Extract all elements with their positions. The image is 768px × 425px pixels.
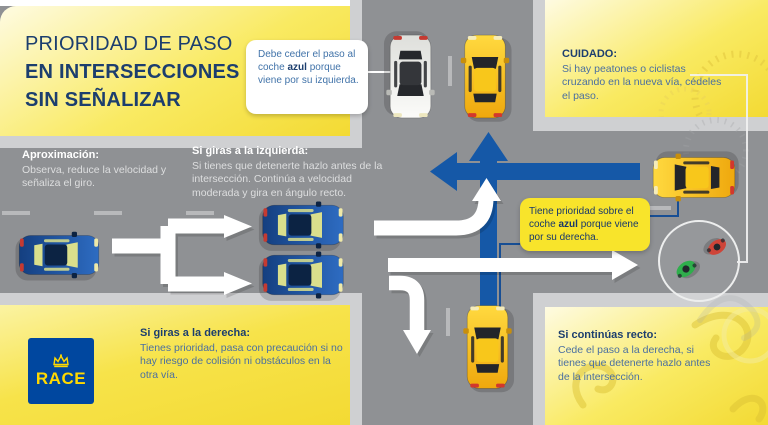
callout-yield-left-text: Debe ceder el paso al coche — [258, 49, 356, 73]
pedestrian-green-icon — [676, 260, 701, 279]
section-turn-left-heading: Si giras a la izquierda: — [192, 145, 309, 157]
blue-car-eastbound — [15, 231, 100, 281]
race-logo-text: RACE — [35, 368, 87, 388]
curb-strip — [545, 117, 768, 131]
pedestrian-crossing-circle — [658, 220, 740, 302]
callout-priority-right-text: Tiene prioridad sobre el coche — [529, 206, 634, 230]
blue-car-option-top — [258, 201, 344, 251]
section-caution-body: Si hay peatones o ciclistas cruzando en … — [562, 62, 722, 102]
section-turn-left-body: Si tienes que detenerte hazlo antes de l… — [192, 159, 383, 199]
section-turn-left: Si giras a la izquierda: Si tienes que d… — [192, 145, 397, 200]
callout-priority-right: Tiene prioridad sobre el coche azul porq… — [520, 198, 650, 251]
section-turn-right-heading: Si giras a la derecha: — [140, 327, 251, 339]
callout-yield-left: Debe ceder el paso al coche azul porque … — [246, 40, 368, 114]
title-line1: PRIORIDAD DE PASO — [25, 33, 233, 55]
curb-strip — [0, 136, 362, 148]
section-straight: Si continúas recto: Cede el paso a la de… — [558, 329, 720, 384]
section-straight-body: Cede el paso a la derecha, si tienes que… — [558, 343, 711, 383]
yellow-car-northbound-bottom — [463, 305, 515, 393]
yellow-car-northbound-top — [460, 34, 512, 122]
callout-priority-right-bold: azul — [558, 219, 578, 230]
crown-icon — [53, 353, 69, 367]
race-logo: RACE — [28, 338, 94, 404]
curb-strip — [350, 305, 362, 425]
section-turn-right: Si giras a la derecha: Tienes prioridad,… — [140, 327, 345, 382]
callout-yield-left-bold: azul — [287, 62, 307, 73]
curb-strip — [0, 293, 362, 305]
section-approach: Aproximación: Observa, reduce la velocid… — [22, 149, 174, 191]
section-straight-heading: Si continúas recto: — [558, 329, 658, 341]
section-turn-right-body: Tienes prioridad, pasa con precaución si… — [140, 341, 343, 381]
callout-priority-right-text-post: porque viene por su derecha. — [529, 219, 639, 243]
section-caution: CUIDADO: Si hay peatones o ciclistas cru… — [562, 48, 724, 103]
page-title: PRIORIDAD DE PASO EN INTERSECCIONES SIN … — [25, 30, 240, 114]
top-edge-strip — [0, 0, 350, 6]
callout-yield-left-text-post: porque viene por su izquierda. — [258, 62, 359, 86]
pedestrian-red-icon — [703, 238, 727, 255]
curb-strip — [533, 0, 545, 131]
title-line3: SIN SEÑALIZAR — [25, 89, 181, 111]
section-caution-heading: CUIDADO: — [562, 48, 617, 60]
yellow-car-westbound — [652, 151, 739, 202]
title-line2: EN INTERSECCIONES — [25, 61, 240, 83]
section-approach-body: Observa, reduce la velocidad y señaliza … — [22, 163, 167, 190]
section-approach-heading: Aproximación: — [22, 149, 100, 161]
white-car-southbound — [383, 31, 435, 119]
curb-strip — [533, 307, 545, 425]
